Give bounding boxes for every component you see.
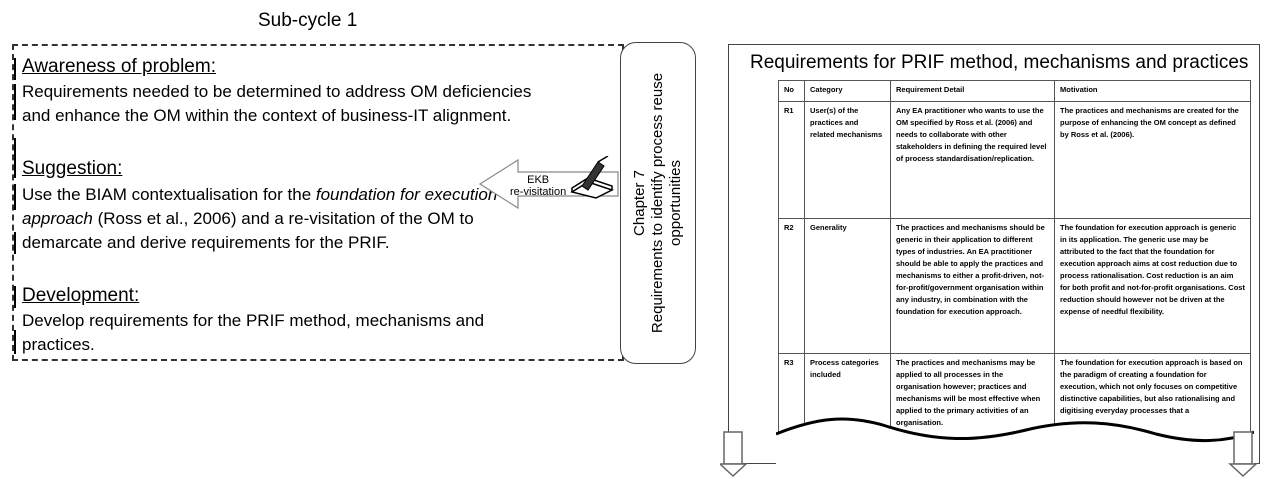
ekb-arrow bbox=[478, 158, 619, 210]
requirements-table: No Category Requirement Detail Motivatio… bbox=[778, 80, 1251, 442]
awareness-heading: Awareness of problem: bbox=[22, 56, 216, 77]
down-arrow-icon bbox=[720, 431, 748, 478]
table-header-row: No Category Requirement Detail Motivatio… bbox=[778, 80, 1251, 102]
torn-edge bbox=[776, 417, 1254, 478]
chapter-box: Chapter 7 Requirements to identify proce… bbox=[620, 42, 696, 364]
development-heading: Development: bbox=[22, 285, 140, 306]
development-line-2: practices. bbox=[22, 335, 95, 354]
subcycle-title: Sub-cycle 1 bbox=[258, 10, 358, 31]
chapter-line-2: Requirements to identify process reuse bbox=[649, 72, 666, 334]
section-bar bbox=[14, 84, 16, 120]
section-bar bbox=[14, 184, 16, 210]
suggestion-line-2: approach (Ross et al., 2006) and a re-vi… bbox=[22, 209, 474, 228]
cell-no: R1 bbox=[778, 101, 805, 219]
table-row: R2 Generality The practices and mechanis… bbox=[778, 218, 1251, 354]
table-row: R1 User(s) of the practices and related … bbox=[778, 101, 1251, 219]
panel-title: Requirements for PRIF method, mechanisms… bbox=[750, 52, 1249, 73]
ekb-label: EKB re-visitation bbox=[510, 174, 566, 198]
cell-motivation: The foundation for execution approach is… bbox=[1054, 218, 1251, 354]
awareness-line-1: Requirements needed to be determined to … bbox=[22, 82, 532, 101]
cell-motivation: The practices and mechanisms are created… bbox=[1054, 101, 1251, 219]
cell-detail: Any EA practitioner who wants to use the… bbox=[890, 101, 1055, 219]
header-no: No bbox=[778, 80, 805, 102]
cell-detail: The practices and mechanisms may be appl… bbox=[890, 353, 1055, 442]
development-line-1: Develop requirements for the PRIF method… bbox=[22, 311, 485, 330]
section-bar bbox=[14, 138, 16, 178]
awareness-line-2: and enhance the OM within the context of… bbox=[22, 106, 512, 125]
section-bar bbox=[14, 58, 16, 80]
cell-category: User(s) of the practices and related mec… bbox=[804, 101, 891, 219]
cell-category: Generality bbox=[804, 218, 891, 354]
book-icon bbox=[570, 156, 614, 199]
header-category: Category bbox=[804, 80, 891, 102]
section-bar bbox=[14, 232, 16, 254]
ekb-line-2: re-visitation bbox=[510, 186, 567, 198]
chapter-label: Chapter 7 Requirements to identify proce… bbox=[631, 53, 685, 353]
section-bar bbox=[14, 330, 16, 354]
suggestion-heading: Suggestion: bbox=[22, 158, 123, 179]
ekb-line-1: EKB bbox=[527, 174, 550, 186]
cell-no: R2 bbox=[778, 218, 805, 354]
suggestion-line-1: Use the BIAM contextualisation for the f… bbox=[22, 185, 498, 204]
cell-detail: The practices and mechanisms should be g… bbox=[890, 218, 1055, 354]
header-motivation: Motivation bbox=[1054, 80, 1251, 102]
chapter-line-1: Chapter 7 bbox=[631, 170, 648, 236]
chapter-line-3: opportunities bbox=[667, 160, 684, 246]
suggestion-line-3: demarcate and derive requirements for th… bbox=[22, 233, 390, 252]
header-detail: Requirement Detail bbox=[890, 80, 1055, 102]
section-bar bbox=[14, 286, 16, 308]
down-arrow-icon bbox=[1228, 431, 1258, 478]
